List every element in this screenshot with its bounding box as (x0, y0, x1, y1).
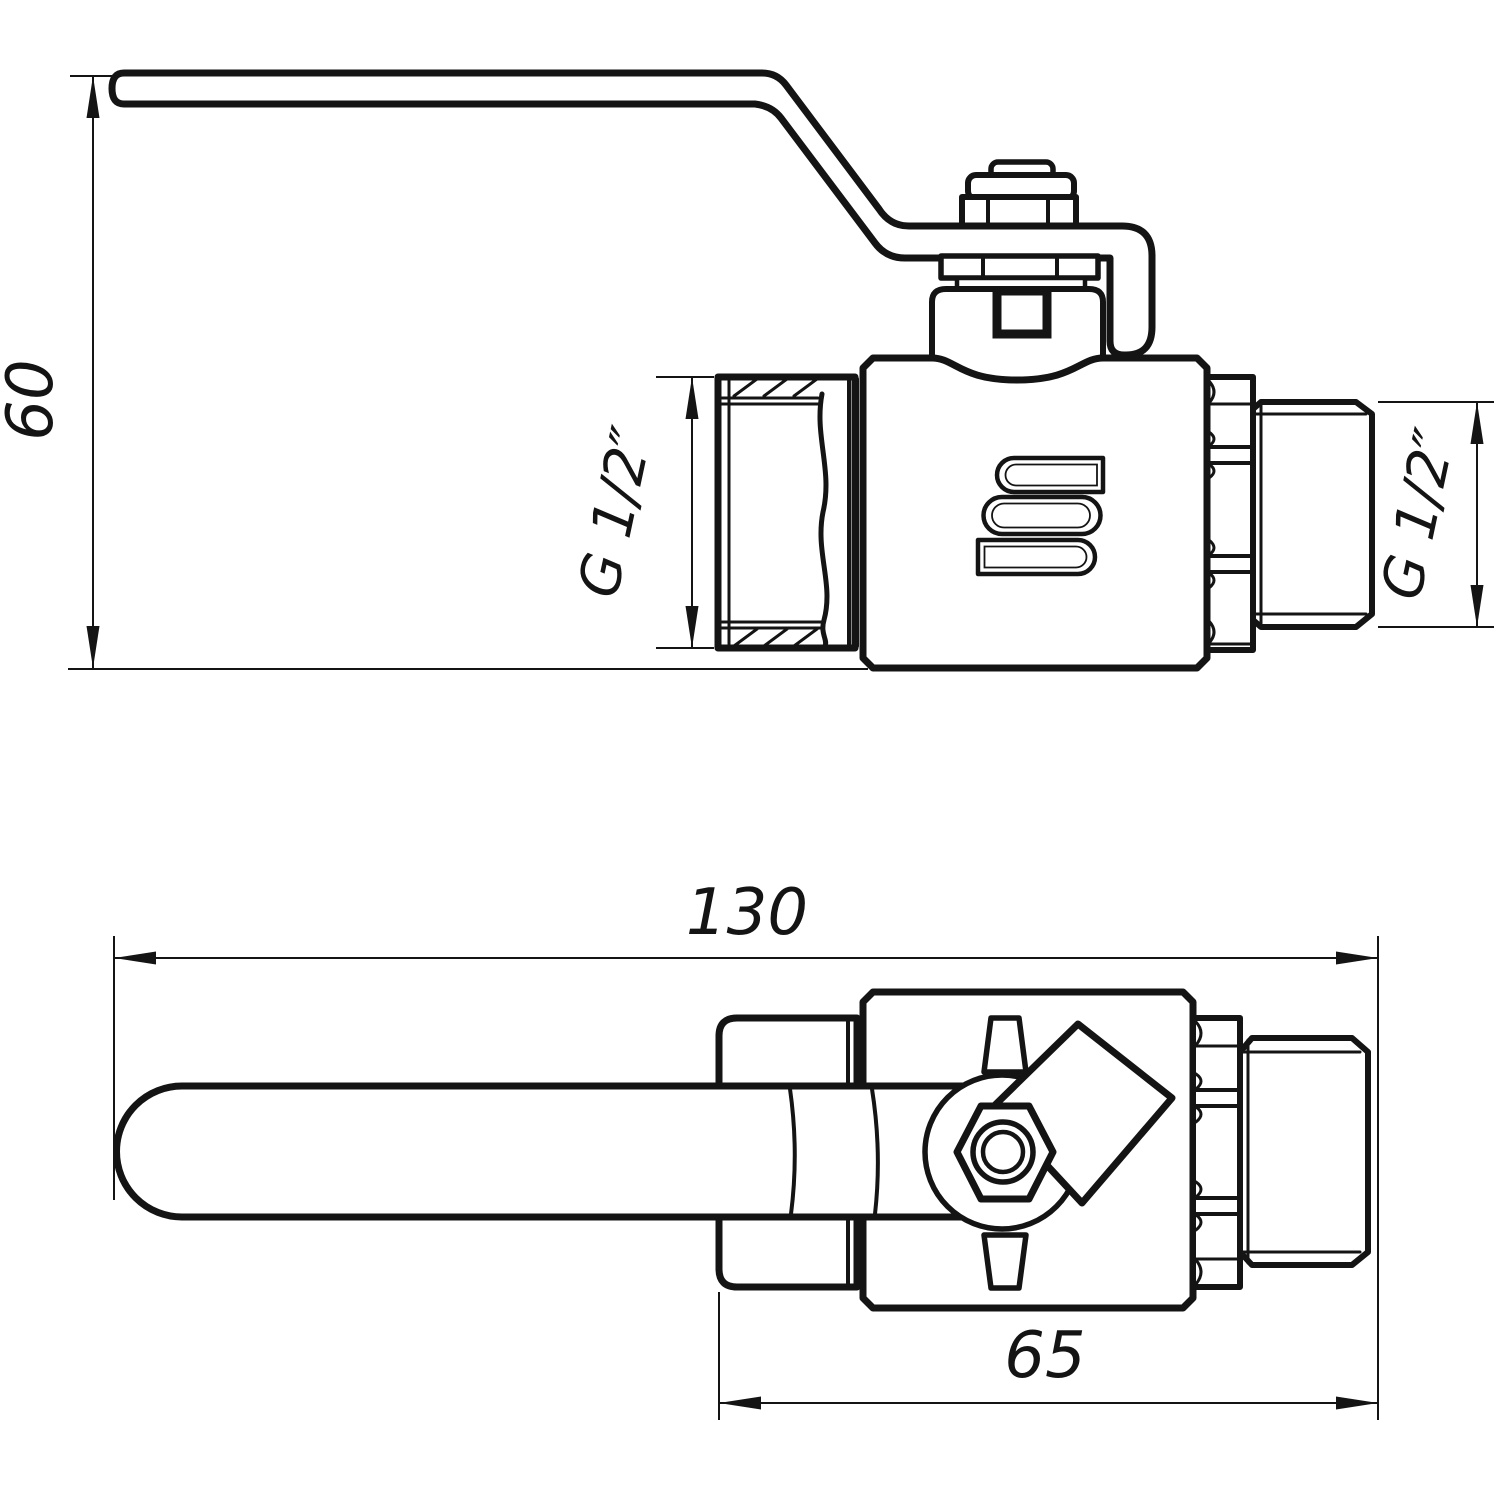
male-thread-outline (1250, 399, 1375, 630)
male-thread-plan (1237, 1035, 1371, 1268)
handle-bend-line (788, 1087, 797, 1216)
dim-arrow-up (1470, 402, 1484, 444)
stem-square-hole (992, 286, 1052, 339)
stem-assembly (959, 159, 1079, 237)
packing-gland (929, 253, 1106, 358)
dim-label-g12-right: G 1/2″ (1369, 423, 1468, 605)
dim-arrow-up (685, 377, 699, 419)
dim-arrow-down (1470, 585, 1484, 627)
male-thread-side (1250, 399, 1375, 630)
female-port (714, 373, 859, 652)
dimension-height-60: 60 (0, 75, 868, 670)
broken-thread-line (817, 391, 830, 649)
side-view: 60 G 1/2″ G 1/2″ (0, 69, 1494, 672)
dimension-length-130: 130 (113, 876, 1379, 1420)
dim-label-60: 60 (0, 359, 68, 440)
female-port-outline (714, 373, 859, 652)
dim-arrow-right (1336, 1396, 1378, 1410)
dimension-thread-left: G 1/2″ (566, 376, 714, 649)
dim-arrow-down (86, 626, 100, 668)
dim-arrow-left (114, 951, 156, 965)
dim-arrow-up (86, 76, 100, 118)
dim-label-65: 65 (1004, 1319, 1085, 1393)
dim-arrow-left (719, 1396, 761, 1410)
hex-flats-plan (1190, 1015, 1243, 1290)
plan-view: 130 65 (113, 876, 1379, 1420)
stop-lug-top (981, 1015, 1029, 1075)
dim-label-g12-left: G 1/2″ (566, 421, 665, 603)
hex-flats-side (1204, 374, 1256, 653)
dimension-body-65: 65 (718, 1292, 1378, 1420)
dim-arrow-down (685, 606, 699, 648)
handle-bend-line (870, 1087, 880, 1216)
handle-bent-end (989, 1020, 1176, 1207)
dim-label-130: 130 (686, 876, 808, 950)
stem-circle-inner (980, 1129, 1026, 1175)
dimension-thread-right: G 1/2″ (1369, 401, 1494, 628)
valve-handle-plan (113, 1082, 989, 1221)
thread-hatching (732, 377, 819, 648)
brand-s-logo (975, 455, 1106, 577)
dim-arrow-right (1336, 951, 1378, 965)
stop-lug-bottom (981, 1232, 1029, 1291)
valve-handle (108, 69, 1156, 359)
